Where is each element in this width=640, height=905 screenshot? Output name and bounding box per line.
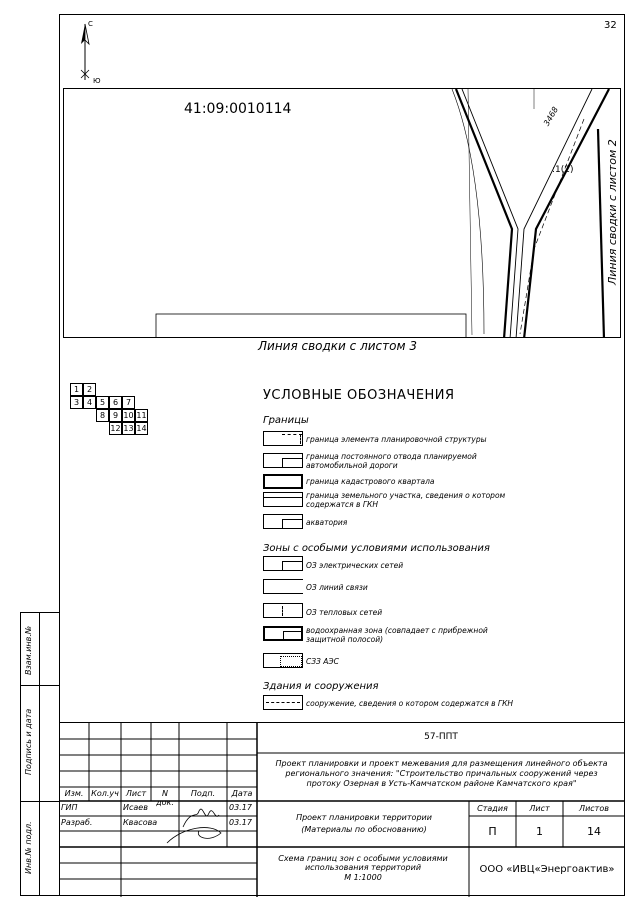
sheet-index-cell: 4 xyxy=(83,396,96,409)
map-side-note: Линия сводки с листом 2 xyxy=(606,139,619,285)
part-title: Проект планировки территории (Материалы … xyxy=(296,813,432,834)
thin-boundary-line-2 xyxy=(467,89,473,336)
cadastral-quarter-symbol xyxy=(263,474,303,489)
water-protection-symbol xyxy=(263,626,303,641)
sheet-index-cell: 3 xyxy=(70,396,83,409)
signature-isaev-icon xyxy=(182,808,220,828)
north-arrow-icon xyxy=(80,23,90,80)
legend-title: УСЛОВНЫЕ ОБОЗНАЧЕНИЯ xyxy=(263,388,455,403)
sanitary-zone-symbol xyxy=(263,653,303,668)
role-razrab: Разраб. xyxy=(61,818,93,827)
stamp-header-cell: Дата xyxy=(231,789,253,798)
dashed-line xyxy=(519,118,585,335)
sheet-index-cell: 9 xyxy=(109,409,122,422)
road-boundary-left-inner xyxy=(461,89,519,337)
sign-date-label: Подпись и дата xyxy=(24,708,33,775)
legend-zone-1: ОЗ электрических сетей xyxy=(306,561,404,570)
inv-orig-label: Инв.№ подл. xyxy=(24,821,33,874)
legend-zone-4: водоохранная зона (совпадает с прибрежно… xyxy=(306,626,488,644)
stage-value: П xyxy=(488,825,497,838)
comm-zone-symbol xyxy=(263,579,303,594)
stage-label: Стадия xyxy=(477,804,508,813)
project-title: Проект планировки и проект межевания для… xyxy=(275,759,608,788)
title-block: 57-ППТ Проект планировки и проект межева… xyxy=(59,722,625,897)
sheet-index-cell: 12 xyxy=(109,422,122,435)
road-boundary-right xyxy=(523,89,610,337)
sheet-index-cell: 13 xyxy=(122,422,135,435)
drawing-scale: М 1:1000 xyxy=(344,873,382,882)
map-drawing xyxy=(155,89,610,337)
side-stamp-box xyxy=(20,612,59,896)
stamp-header-cell: Кол.уч xyxy=(91,789,119,798)
date-kvasova: 03.17 xyxy=(229,818,252,827)
road-allotment-symbol xyxy=(263,453,303,468)
stamp-header-cell: Лист xyxy=(125,789,147,798)
north-label: С xyxy=(88,20,93,28)
sheet-label: Лист xyxy=(529,804,550,813)
date-isaev: 03.17 xyxy=(229,803,252,812)
legend-zone-5: СЗЗ АЭС xyxy=(306,657,339,666)
sheet-index-cell: 8 xyxy=(96,409,109,422)
sheets-label: Листов xyxy=(579,804,609,813)
stamp-header-cell: Подп. xyxy=(190,789,216,798)
legend-zones-heading: Зоны с особыми условиями использования xyxy=(263,543,490,554)
role-gip: ГИП xyxy=(61,803,78,812)
stamp-header-cell: Изм. xyxy=(64,789,84,798)
sheet-index-cell: 5 xyxy=(96,396,109,409)
drawing-frame xyxy=(59,14,625,896)
legend-zone-3: ОЗ тепловых сетей xyxy=(306,608,383,617)
sheet-index-cell: 7 xyxy=(122,396,135,409)
water-area-symbol xyxy=(263,514,303,529)
parcel-label: :1(2) xyxy=(552,165,574,175)
legend-border-4: граница земельного участка, сведения о к… xyxy=(306,491,506,509)
sheet-index-cell: 14 xyxy=(135,422,148,435)
structure-symbol xyxy=(263,695,303,710)
doc-code: 57-ППТ xyxy=(424,732,458,742)
legend-zone-2: ОЗ линий связи xyxy=(306,583,368,592)
legend-buildings-heading: Здания и сооружения xyxy=(263,681,379,692)
sheet-index-cell: 11 xyxy=(135,409,148,422)
heat-zone-symbol xyxy=(263,603,303,618)
electric-zone-symbol xyxy=(263,556,303,571)
legend-borders-heading: Границы xyxy=(263,415,309,426)
cadastral-quarter-label: 41:09:0010114 xyxy=(184,101,292,117)
thin-boundary-line xyxy=(451,89,485,335)
border-structure-symbol xyxy=(263,431,303,446)
title-block-lines xyxy=(59,723,625,897)
sheet-index-cell: 10 xyxy=(122,409,135,422)
name-isaev: Исаев xyxy=(123,803,148,812)
page-number: 32 xyxy=(604,20,617,31)
parcel-outline xyxy=(155,313,467,337)
legend-border-1: граница элемента планировочной структуры xyxy=(306,435,487,444)
drawing-title: Схема границ зон с особыми условиями исп… xyxy=(278,854,448,872)
legend-border-5: акватория xyxy=(306,518,348,527)
name-kvasova: Квасова xyxy=(123,818,158,827)
sheet-index-cell: 6 xyxy=(109,396,122,409)
map-bottom-note: Линия сводки с листом 3 xyxy=(258,339,417,353)
sheet-value: 1 xyxy=(536,825,543,838)
organization: ООО «ИВЦ«Энергоактив» xyxy=(479,864,615,875)
sheet-index-cell: 2 xyxy=(83,383,96,396)
land-parcel-symbol xyxy=(263,492,303,507)
map-viewport: 41:09:0010114 3468 :1(2) Линия сводки с … xyxy=(63,88,621,338)
legend-border-2: граница постоянного отвода планируемой а… xyxy=(306,452,477,470)
south-label: Ю xyxy=(93,77,101,85)
signature-kvasova-icon xyxy=(166,827,222,844)
sheets-value: 14 xyxy=(587,825,601,838)
sheet-edge-line xyxy=(596,128,606,337)
road-boundary-right-inner xyxy=(515,89,593,337)
legend-building-1: сооружение, сведения о котором содержатс… xyxy=(306,699,514,708)
legend-border-3: граница кадастрового квартала xyxy=(306,477,435,486)
sheet-index-cell: 1 xyxy=(70,383,83,396)
road-boundary-left xyxy=(454,89,514,337)
vzam-inv-label: Взам.инв.№ xyxy=(24,625,33,675)
stamp-header-cell: N док. xyxy=(156,789,174,807)
